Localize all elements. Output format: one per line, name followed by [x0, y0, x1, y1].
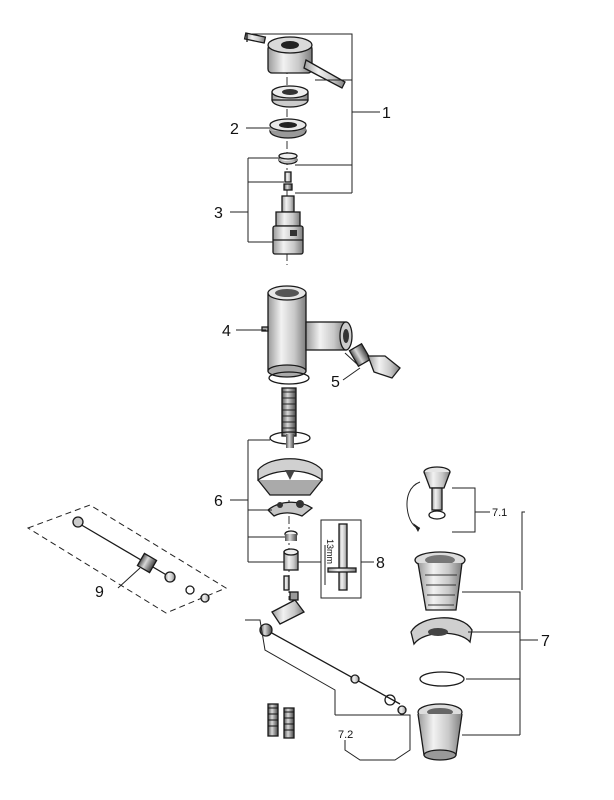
callout-4: 4	[222, 323, 231, 340]
threaded-rod-part	[281, 387, 297, 437]
supply-hoses-part	[267, 703, 295, 739]
callout-3: 3	[214, 205, 223, 222]
washer-ring-part	[269, 431, 311, 448]
callout-5: 5	[331, 374, 340, 391]
pivot-rod-part	[259, 623, 407, 715]
callout-6: 6	[214, 493, 223, 510]
fixing-nut-part	[283, 548, 299, 571]
waste-o-ring-part	[419, 671, 465, 687]
nut-part	[269, 118, 307, 139]
nozzle-part	[344, 342, 401, 379]
callout-2: 2	[230, 121, 239, 138]
spindle-pin-part	[283, 171, 293, 191]
mixer-body-part	[261, 285, 353, 378]
callout-7: 7	[541, 633, 550, 650]
leader-lines	[117, 33, 538, 761]
callout-8: 8	[376, 555, 385, 572]
waste-seal-part	[410, 617, 473, 646]
callout-1: 1	[382, 105, 391, 122]
cartridge-part	[272, 195, 304, 255]
socket-wrench-tool: 13mm	[324, 523, 357, 591]
horseshoe-washer-part	[257, 458, 323, 496]
screw-part	[243, 32, 267, 44]
callout-7-1: 7.1	[492, 507, 507, 519]
seal-ring-part	[268, 371, 310, 385]
callout-9: 9	[95, 584, 104, 601]
lever-handle-part	[267, 36, 346, 89]
popup-plug-part	[406, 466, 451, 532]
callout-7-2: 7.2	[338, 729, 353, 741]
tool-size-label: 13mm	[325, 539, 335, 564]
pivot-clip-part	[271, 591, 305, 625]
lift-rod-dashed-frame	[26, 504, 228, 614]
small-ring-part	[278, 152, 298, 165]
small-pin-part	[283, 575, 290, 591]
fixing-plate-part	[267, 500, 314, 517]
small-nut-part	[284, 530, 298, 541]
cap-ring-part	[271, 85, 309, 108]
callout-labels: 1 2 3 4 5 6 7 7.1 7.2 8 9	[95, 105, 550, 741]
lift-rod-set-part	[72, 516, 210, 603]
waste-flange-part	[414, 551, 466, 611]
waste-body-part	[417, 703, 463, 761]
